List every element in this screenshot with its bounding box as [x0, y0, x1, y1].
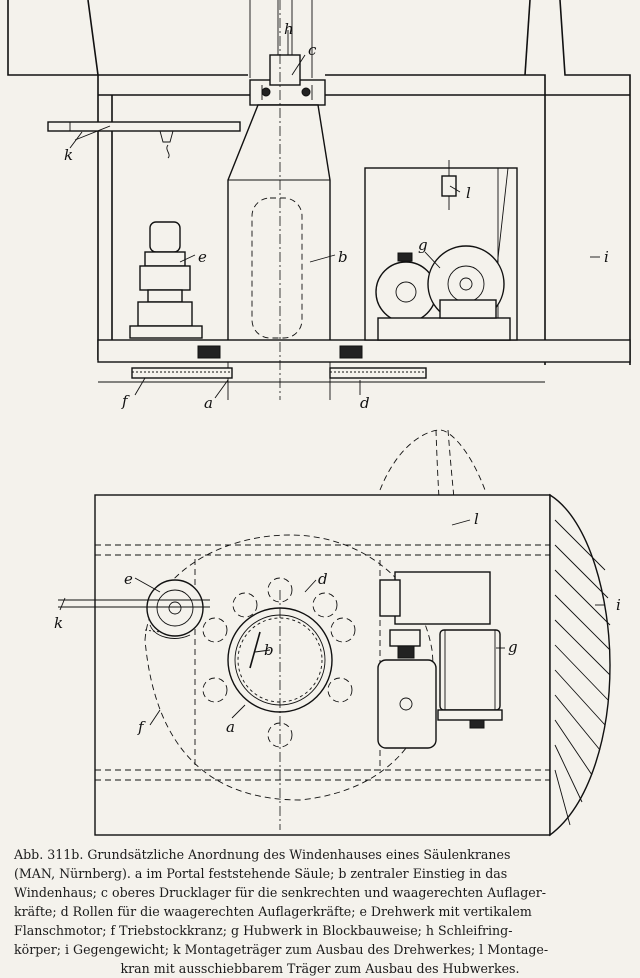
label-plan-g: g	[508, 638, 518, 656]
label-l: l	[466, 184, 471, 202]
caption-line-3: Windenhaus; c oberes Drucklager für die …	[14, 885, 547, 900]
label-plan-i: i	[616, 596, 621, 614]
technical-drawing: h c k e b l g i f a d	[7, 0, 631, 837]
slewing-drive	[129, 221, 203, 339]
label-plan-b: b	[264, 641, 274, 659]
caption-line-4: kräfte; d Rollen für die waagerechten Au…	[14, 904, 532, 919]
label-g: g	[418, 236, 428, 254]
label-c: c	[308, 41, 317, 59]
label-plan-a: a	[226, 718, 235, 736]
label-a: a	[204, 394, 213, 412]
caption-line-2: (MAN, Nürnberg). a im Portal feststehend…	[14, 866, 508, 881]
caption-line-7: kran mit ausschiebbarem Träger zum Ausba…	[120, 961, 520, 976]
label-plan-l: l	[474, 510, 479, 528]
label-d: d	[360, 394, 370, 412]
label-f: f	[121, 392, 130, 410]
elevation-view: h c k e b l g i f a d	[7, 0, 631, 412]
figure-caption: Abb. 311b. Grundsätzliche Anordnung des …	[14, 845, 626, 978]
label-plan-f: f	[137, 718, 146, 736]
label-plan-k: k	[54, 614, 63, 632]
label-e: e	[198, 248, 207, 266]
caption-line-6: körper; i Gegengewicht; k Montageträger …	[14, 942, 549, 957]
label-plan-e: e	[124, 570, 133, 588]
caption-line-1: Abb. 311b. Grundsätzliche Anordnung des …	[14, 847, 511, 862]
label-b: b	[338, 248, 348, 266]
label-plan-d: d	[318, 570, 328, 588]
label-h: h	[284, 20, 294, 38]
caption-line-5: Flanschmotor; f Triebstockkranz; g Hubwe…	[14, 923, 513, 938]
label-i: i	[604, 248, 609, 266]
hoist-unit	[375, 245, 511, 341]
label-k: k	[64, 146, 73, 164]
plan-view: l e d k b g i f a	[54, 429, 621, 837]
